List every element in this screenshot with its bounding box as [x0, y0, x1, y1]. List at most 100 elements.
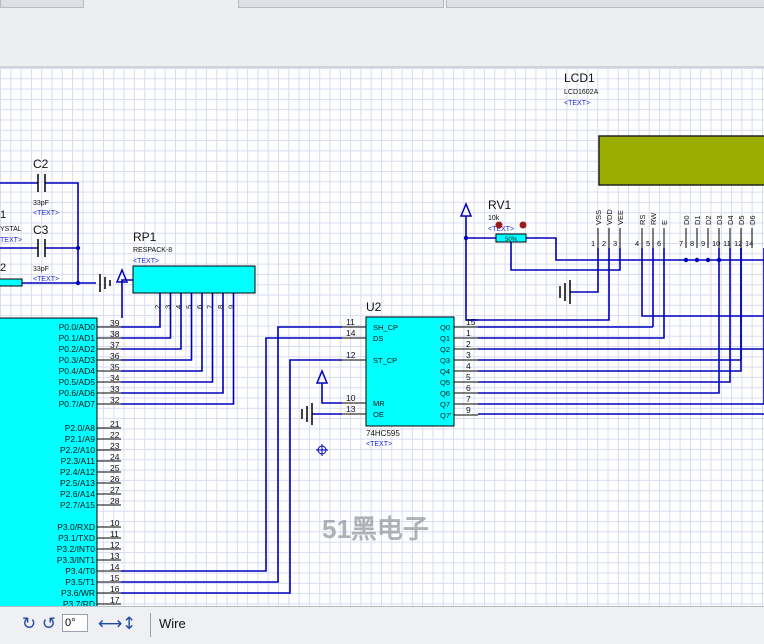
lcd-pin-number: 5 [646, 239, 650, 248]
wire-p0-rp1 [121, 293, 214, 383]
status-separator [150, 613, 151, 637]
mcu-pin-label: P2.4/A12 [60, 467, 95, 477]
wire-u2-lcd [478, 248, 720, 394]
junction-dot [463, 235, 469, 241]
wire-rv1-right [526, 237, 764, 261]
wire-vss-ground [570, 248, 599, 293]
rp1-pin-number: 7 [206, 305, 215, 309]
toolbar-area [0, 0, 764, 68]
rotate-cw-icon[interactable]: ↻ [21, 614, 37, 634]
mirror-vertical-icon[interactable]: ↕ [122, 614, 137, 634]
rp1-text: <TEXT> [133, 258, 159, 265]
mcu-pin-number: 13 [110, 551, 120, 561]
lcd-pin-name: RW [649, 212, 658, 225]
lcd-pin-name: VEE [616, 210, 625, 225]
toolbar-panel-right[interactable] [446, 0, 764, 8]
mcu-body [0, 317, 98, 606]
u2-right-pin-number: 4 [466, 361, 471, 371]
power-terminal-icon [315, 369, 329, 384]
u2-right-pin-name: Q4 [440, 367, 450, 376]
lcd-pin-number: 11 [723, 239, 731, 248]
rotation-input[interactable] [62, 614, 88, 632]
lcd-pin-name: D0 [682, 215, 691, 225]
toolbar-panel-middle[interactable] [238, 0, 444, 8]
watermark-text: 51黑电子 [322, 514, 429, 544]
mcu-pin-label: P0.0/AD0 [59, 322, 96, 332]
mcu-pin-number: 38 [110, 329, 120, 339]
u2-right-pin-number: 3 [466, 350, 471, 360]
wire-p0-rp1 [121, 293, 172, 339]
c3-ref: C3 [33, 223, 49, 237]
lcd-pin-number: 12 [734, 239, 742, 248]
u2-right-pin-name: Q6 [440, 389, 450, 398]
u2-type: 74HC595 [366, 429, 400, 438]
u2-right-pin-name: Q5 [440, 378, 450, 387]
mcu-pin-label: P3.7/RD [63, 599, 95, 606]
rp1-pin-number: 2 [153, 305, 162, 309]
rv1-value: 10k [488, 215, 500, 222]
mcu-pin-label: P3.5/T1 [65, 577, 95, 587]
mcu-pin-number: 12 [110, 540, 120, 550]
mcu-pin-number: 24 [110, 452, 120, 462]
mcu-pin-label: P2.3/A11 [61, 456, 96, 466]
lcd-text: <TEXT> [564, 100, 590, 107]
probe-dot [519, 221, 527, 229]
junction-dot [75, 245, 81, 251]
u2-right-pin-number: 9 [466, 405, 471, 415]
mcu-pin-label: P3.2/INT0 [57, 544, 96, 554]
junction-dot [705, 257, 711, 263]
wire-vcc-main [465, 216, 478, 321]
mcu-pin-label: P0.6/AD6 [59, 388, 96, 398]
wire-p0-rp1 [121, 293, 161, 328]
lcd-screen [598, 135, 764, 186]
u2-left-pin-name: SH_CP [373, 323, 398, 332]
mcu-pin-number: 34 [110, 373, 120, 383]
u2-right-pin-number: 15 [466, 317, 476, 327]
lcd-pin-name: E [660, 220, 669, 225]
rv1-wiper-value: 50% [505, 237, 518, 243]
mcu-pin-number: 22 [110, 430, 120, 440]
mcu-pin-label: P0.4/AD4 [59, 366, 96, 376]
mcu-pin-number: 35 [110, 362, 120, 372]
u2-right-pin-number: 7 [466, 394, 471, 404]
mcu-pin-label: P0.3/AD3 [59, 355, 96, 365]
mcu-pin-label: P3.3/INT1 [57, 555, 96, 565]
mcu-pin-label: P2.5/A13 [60, 478, 95, 488]
c2-text: <TEXT> [33, 210, 59, 217]
u2-right-pin-name: Q7 [440, 400, 450, 409]
wire-rv1-wiper [510, 242, 621, 271]
mcu-pin-number: 23 [110, 441, 120, 451]
rp1-pin-number: 9 [227, 305, 236, 309]
lcd-ref: LCD1 [564, 71, 595, 85]
mcu-pin-label: P2.2/A10 [60, 445, 95, 455]
power-terminal-icon [459, 202, 473, 217]
wire-p0-rp1 [121, 293, 182, 350]
mcu-pin-label: P3.1/TXD [58, 533, 95, 543]
rp1-ref: RP1 [133, 230, 157, 244]
u2-ref: U2 [366, 300, 382, 314]
u2-body [365, 316, 455, 427]
u2-left-pin-number: 10 [346, 393, 356, 403]
lcd-pin-number: 6 [657, 239, 661, 248]
c2-ref: C2 [33, 157, 49, 171]
toolbar-panel-left[interactable] [0, 0, 84, 8]
mcu-pin-number: 17 [110, 595, 120, 605]
rotate-ccw-icon[interactable]: ↺ [41, 614, 57, 634]
mcu-pin-label: P0.1/AD1 [59, 333, 96, 343]
lcd-pin-name: D1 [693, 215, 702, 225]
lcd-pin-number: 2 [602, 239, 606, 248]
junction-dot [75, 280, 81, 286]
u2-left-pin-name: ST_CP [373, 356, 397, 365]
wire-mr [321, 383, 342, 404]
lcd-pin-number: 1 [591, 239, 595, 248]
lcd-pin-name: RS [638, 215, 647, 225]
mcu-pin-number: 11 [110, 529, 119, 539]
wire-p35-shcp [121, 326, 342, 583]
mcu-pin-number: 28 [110, 496, 120, 506]
lcd-pin-name: D4 [726, 215, 735, 225]
mirror-horizontal-icon[interactable]: ⟷ [98, 614, 123, 634]
u2-right-pin-name: Q0 [440, 323, 450, 332]
mcu-pin-number: 15 [110, 573, 120, 583]
c2-value: 33pF [33, 200, 49, 207]
